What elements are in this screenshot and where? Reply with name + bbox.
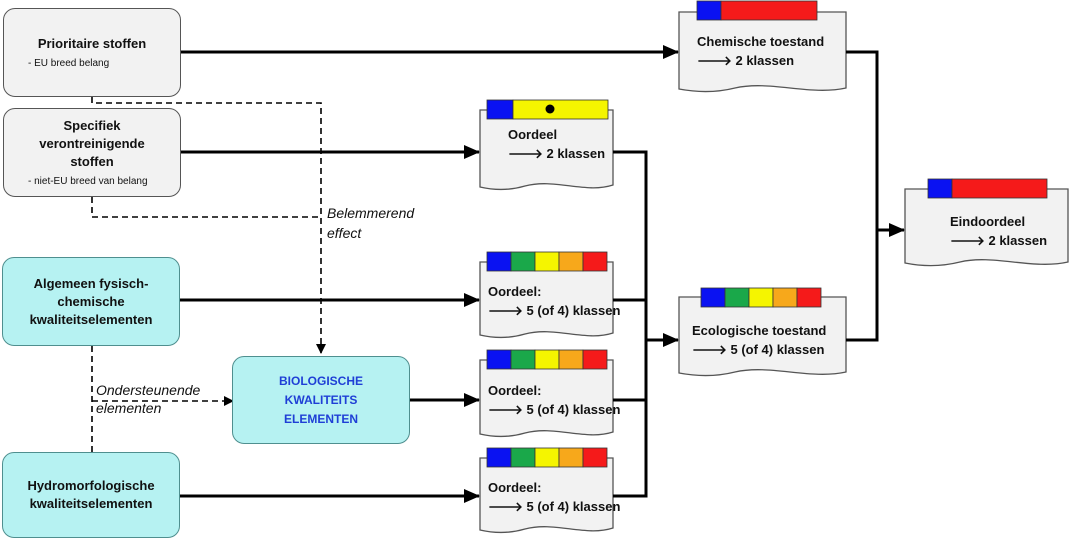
chemische-line-2: 🡒 2 klassen <box>697 53 795 68</box>
doc-shape-ecologische <box>678 296 847 377</box>
ecologische-line-1: Ecologische toestand <box>692 323 827 338</box>
color-segment-orange <box>558 251 584 272</box>
chemische-line-1: Chemische toestand <box>697 34 825 49</box>
prioritaire-sub: - EU breed belang <box>28 57 110 69</box>
color-segment-yellow <box>512 99 609 120</box>
ondersteunende-line-1: Ondersteunende <box>96 382 201 398</box>
color-segment-red <box>951 178 1048 199</box>
color-segment-blue <box>486 349 512 370</box>
doc-shape-oordeel-hydro <box>479 457 614 534</box>
color-bar-eindoordeel <box>927 178 1048 199</box>
dashed-belemmerend <box>91 97 326 354</box>
annotation-ondersteunende: Ondersteunende elementen <box>96 380 200 418</box>
hydro-line-1: Hydromorfologische <box>27 478 155 493</box>
color-segment-blue <box>486 251 512 272</box>
color-segment-blue <box>700 287 726 308</box>
color-segment-red <box>582 447 608 468</box>
hydro-line-2: kwaliteitselementen <box>29 496 153 511</box>
oordeel-spec-line-2: 🡒 2 klassen <box>508 146 606 161</box>
merge-line-ecologische <box>613 150 648 498</box>
color-segment-blue <box>927 178 953 199</box>
color-segment-green <box>510 251 536 272</box>
color-segment-green <box>510 447 536 468</box>
label-chemische-toestand: Chemische toestand 🡒 2 klassen <box>697 32 824 70</box>
color-bar-chemische <box>696 0 818 21</box>
color-segment-orange <box>558 447 584 468</box>
label-oordeel-hydro: Oordeel: 🡒 5 (of 4) klassen <box>488 478 620 516</box>
doc-shape-eindoordeel <box>904 188 1069 267</box>
algemeen-line-2: chemische <box>57 293 125 309</box>
color-segment-red <box>582 251 608 272</box>
ecologische-line-2: 🡒 5 (of 4) klassen <box>692 342 825 357</box>
oordeel-alg-line-1: Oordeel: <box>488 284 542 299</box>
doc-shape-oordeel-bio <box>479 359 614 438</box>
merge-line-eindoordeel <box>846 50 879 342</box>
oordeel-hydro-line-2: 🡒 5 (of 4) klassen <box>488 499 621 514</box>
specifiek-title-2: verontreinigende <box>39 135 145 151</box>
color-segment-orange <box>772 287 798 308</box>
color-bar-oordeel-hydro <box>486 447 608 468</box>
annotation-belemmerend: Belemmerend effect <box>327 203 414 243</box>
color-segment-orange <box>558 349 584 370</box>
oordeel-alg-line-2: 🡒 5 (of 4) klassen <box>488 303 621 318</box>
input-specifiek-stoffen: Specifiek verontreinigende stoffen - nie… <box>3 108 181 197</box>
color-segment-red <box>720 0 818 21</box>
label-ecologische-toestand: Ecologische toestand 🡒 5 (of 4) klassen <box>692 321 826 359</box>
color-segment-red <box>582 349 608 370</box>
label-oordeel-spec: Oordeel 🡒 2 klassen <box>508 125 605 163</box>
color-bar-oordeel-bio <box>486 349 608 370</box>
input-algemeen-fysisch-chemisch: Algemeen fysisch- chemische kwaliteitsel… <box>2 257 180 346</box>
oordeel-spec-line-1: Oordeel <box>508 127 558 142</box>
oordeel-hydro-line-1: Oordeel: <box>488 480 542 495</box>
bio-line-1: BIOLOGISCHE <box>278 373 363 388</box>
color-segment-blue <box>486 99 514 120</box>
belemmerend-line-1: Belemmerend <box>327 205 415 221</box>
color-segment-blue <box>486 447 512 468</box>
input-hydromorfologische: Hydromorfologische kwaliteitselementen <box>2 452 180 538</box>
prioritaire-title: Prioritaire stoffen <box>37 35 147 51</box>
color-bar-ecologische <box>700 287 822 308</box>
color-bar-oordeel-spec <box>486 99 609 120</box>
input-biologische-kwaliteitselementen: BIOLOGISCHE KWALITEITS ELEMENTEN <box>232 356 410 444</box>
doc-shape-oordeel-spec <box>479 109 614 191</box>
color-segment-red <box>796 287 822 308</box>
label-oordeel-bio: Oordeel: 🡒 5 (of 4) klassen <box>488 381 620 419</box>
bio-line-3: ELEMENTEN <box>283 411 358 426</box>
belemmerend-line-2: effect <box>327 225 362 241</box>
label-oordeel-alg: Oordeel: 🡒 5 (of 4) klassen <box>488 282 620 320</box>
color-segment-yellow <box>534 349 560 370</box>
color-segment-green <box>510 349 536 370</box>
doc-shape-chemische <box>678 11 847 93</box>
specifiek-title-3: stoffen <box>70 153 114 169</box>
algemeen-line-3: kwaliteitselementen <box>29 311 153 327</box>
oordeel-bio-line-2: 🡒 5 (of 4) klassen <box>488 402 621 417</box>
color-segment-yellow <box>534 251 560 272</box>
color-segment-green <box>724 287 750 308</box>
input-prioritaire-stoffen: Prioritaire stoffen - EU breed belang <box>3 8 181 97</box>
label-eindoordeel: Eindoordeel 🡒 2 klassen <box>950 212 1047 250</box>
eindoordeel-line-2: 🡒 2 klassen <box>950 233 1048 248</box>
bio-line-2: KWALITEITS <box>284 392 358 407</box>
marker-dot <box>545 104 555 114</box>
color-bar-oordeel-alg <box>486 251 608 272</box>
eindoordeel-line-1: Eindoordeel <box>950 214 1026 229</box>
ondersteunende-line-2: elementen <box>96 400 162 416</box>
color-segment-blue <box>696 0 722 21</box>
algemeen-line-1: Algemeen fysisch- <box>33 275 149 291</box>
doc-shape-oordeel-alg <box>479 261 614 339</box>
oordeel-bio-line-1: Oordeel: <box>488 383 542 398</box>
specifiek-title-1: Specifiek <box>63 117 121 133</box>
dashed-specifiek-loop <box>91 197 321 218</box>
color-segment-yellow <box>534 447 560 468</box>
color-segment-yellow <box>748 287 774 308</box>
specifiek-sub: - niet-EU breed van belang <box>28 175 148 187</box>
